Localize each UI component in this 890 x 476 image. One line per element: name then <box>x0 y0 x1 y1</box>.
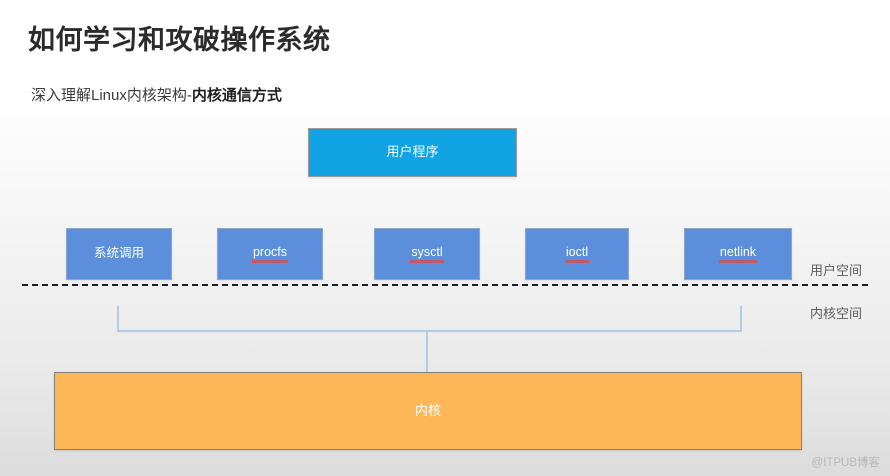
label-user-space: 用户空间 <box>810 263 863 278</box>
watermark: @ITPUB博客 <box>811 457 880 469</box>
slide-subtitle: 深入理解Linux内核架构-内核通信方式 <box>31 84 282 105</box>
architecture-diagram: 用户程序 系统调用 procfs sysctl ioctl netlink 用户… <box>0 112 890 476</box>
node-sysctl-label: sysctl <box>410 245 444 263</box>
node-netlink[interactable]: netlink <box>684 228 792 280</box>
node-user-program[interactable]: 用户程序 <box>308 128 517 177</box>
node-netlink-label: netlink <box>718 245 758 263</box>
node-ioctl[interactable]: ioctl <box>525 228 629 280</box>
node-procfs-label: procfs <box>251 245 289 263</box>
connector-left-riser <box>117 306 119 332</box>
slide-header: 如何学习和攻破操作系统 深入理解Linux内核架构-内核通信方式 <box>0 0 890 118</box>
connector-horizontal-bracket <box>117 330 742 332</box>
user-kernel-boundary-line <box>22 284 868 286</box>
connector-right-riser <box>740 306 742 332</box>
node-sysctl[interactable]: sysctl <box>374 228 480 280</box>
connector-center-drop <box>426 331 428 373</box>
node-system-call[interactable]: 系统调用 <box>66 228 172 280</box>
node-procfs[interactable]: procfs <box>217 228 323 280</box>
node-kernel-label: 内核 <box>414 402 441 418</box>
label-kernel-space: 内核空间 <box>810 306 863 321</box>
page-title: 如何学习和攻破操作系统 <box>28 25 331 55</box>
node-system-call-label: 系统调用 <box>93 246 144 261</box>
node-ioctl-label: ioctl <box>564 245 590 263</box>
node-user-program-label: 用户程序 <box>386 144 439 160</box>
node-kernel[interactable]: 内核 <box>54 372 802 450</box>
subtitle-emphasis: 内核通信方式 <box>191 87 282 104</box>
subtitle-prefix: 深入理解Linux内核架构- <box>31 87 192 104</box>
